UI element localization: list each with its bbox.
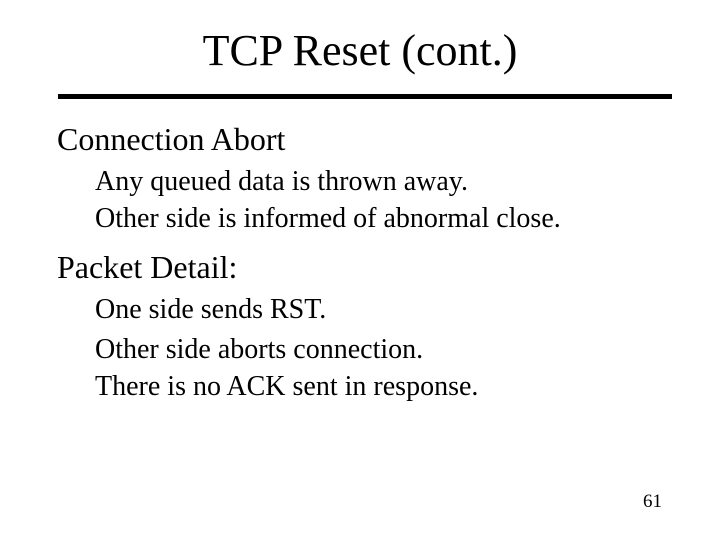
bullet-line-aborts-connection: Other side aborts connection. [95, 334, 424, 365]
page-number: 61 [643, 491, 662, 512]
section-heading-packet-detail: Packet Detail: [57, 249, 238, 285]
bullet-line-queued-data: Any queued data is thrown away. [95, 166, 468, 197]
bullet-line-abnormal-close: Other side is informed of abnormal close… [95, 203, 561, 234]
bullet-line-no-ack: There is no ACK sent in response. [95, 371, 479, 402]
title-divider-line [58, 94, 672, 99]
slide-title: TCP Reset (cont.) [202, 26, 518, 75]
section-heading-connection-abort: Connection Abort [57, 121, 286, 157]
bullet-line-sends-rst: One side sends RST. [95, 294, 327, 325]
